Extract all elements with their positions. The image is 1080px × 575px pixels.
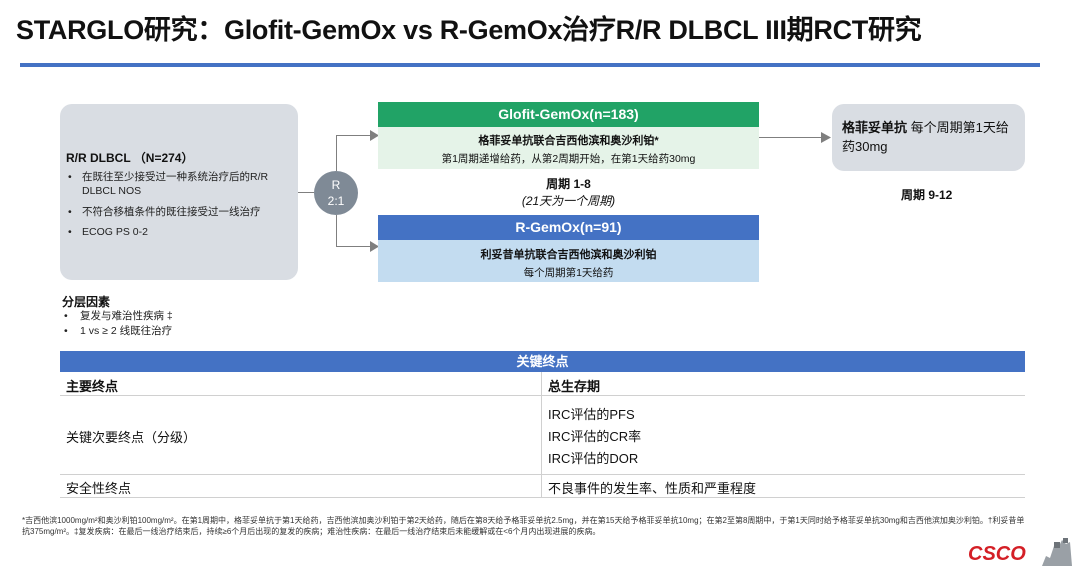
rgemox-arm-header: R-GemOx(n=91) <box>378 215 759 240</box>
connector-line <box>336 246 372 247</box>
monotherapy-box <box>832 104 1025 171</box>
arrow-right-icon <box>821 132 831 143</box>
endpoints-row <box>60 474 1025 498</box>
page-title: STARGLO研究：Glofit-GemOx vs R-GemOx治疗R/R D… <box>16 15 922 45</box>
cycle-length-note: (21天为一个周期) <box>521 194 616 208</box>
arrow-right-icon <box>370 130 379 141</box>
glofit-arm-header: Glofit-GemOx(n=183) <box>378 102 759 127</box>
glofit-arm-dosing: 第1周期递增给药，从第2周期开始，在第1天给药30mg <box>441 153 696 165</box>
rgemox-arm-dosing: 每个周期第1天给药 <box>523 267 614 279</box>
cycle-range-label: 周期 1-8 <box>546 177 591 191</box>
great-wall-icon <box>1042 538 1072 566</box>
secondary-endpoint-value: IRC评估的PFS <box>548 407 635 422</box>
safety-endpoint-value: 不良事件的发生率、性质和严重程度 <box>548 481 757 496</box>
stratification-title: 分层因素 <box>62 295 111 309</box>
monotherapy-text: 格菲妥单抗 每个周期第1天给药30mg <box>842 118 1020 156</box>
population-title: R/R DLBCL （N=274） <box>66 151 194 165</box>
monotherapy-drug: 格菲妥单抗 <box>842 120 908 135</box>
table-divider <box>541 372 542 497</box>
stratification-item: •复发与难治性疾病 ‡ <box>64 310 173 322</box>
glofit-arm-regimen: 格菲妥单抗联合吉西他滨和奥沙利铂* <box>478 135 659 147</box>
secondary-endpoint-label: 关键次要终点（分级） <box>66 430 197 445</box>
rgemox-arm-body: 利妥昔单抗联合吉西他滨和奥沙利铂 每个周期第1天给药 <box>378 240 759 282</box>
population-criterion: •ECOG PS 0-2 <box>68 226 148 238</box>
glofit-arm-body: 格菲妥单抗联合吉西他滨和奥沙利铂* 第1周期递增给药，从第2周期开始，在第1天给… <box>378 127 759 169</box>
endpoints-header: 关键终点 <box>60 351 1025 372</box>
csco-logo: CSCO <box>968 543 1026 565</box>
population-criterion-text: ECOG PS 0-2 <box>82 226 148 238</box>
population-criterion-text: 在既往至少接受过一种系统治疗后的R/R DLBCL NOS <box>82 171 269 197</box>
randomization-circle: R 2:1 <box>314 171 358 215</box>
stratification-item-text: 复发与难治性疾病 ‡ <box>80 310 173 322</box>
primary-endpoint-label: 主要终点 <box>66 379 119 394</box>
population-criterion: •不符合移植条件的既往接受过一线治疗 <box>68 206 261 218</box>
population-criterion-text: 不符合移植条件的既往接受过一线治疗 <box>82 206 261 218</box>
stratification-item: •1 vs ≥ 2 线既往治疗 <box>64 325 173 337</box>
footnote: *吉西他滨1000mg/m²和奥沙利铂100mg/m²。在第1周期中，格菲妥单抗… <box>22 516 1025 536</box>
connector-line <box>336 215 337 247</box>
title-divider <box>20 63 1040 67</box>
connector-line <box>759 137 823 138</box>
arrow-right-icon <box>370 241 379 252</box>
population-criterion: •在既往至少接受过一种系统治疗后的R/R DLBCL NOS <box>68 171 269 197</box>
secondary-endpoint-value: IRC评估的DOR <box>548 451 639 466</box>
stratification-item-text: 1 vs ≥ 2 线既往治疗 <box>80 325 173 337</box>
safety-endpoint-label: 安全性终点 <box>66 481 132 496</box>
endpoints-row <box>60 372 1025 396</box>
endpoints-row <box>60 395 1025 475</box>
primary-endpoint-value: 总生存期 <box>548 379 601 394</box>
secondary-endpoint-value: IRC评估的CR率 <box>548 429 642 444</box>
population-box <box>60 104 298 280</box>
connector-line <box>298 192 314 193</box>
randomization-label: R <box>331 178 341 192</box>
cycle-range-label-2: 周期 9-12 <box>901 188 953 202</box>
randomization-ratio: 2:1 <box>327 194 345 208</box>
monotherapy-dosing: 每个周期第1天给药30mg <box>842 120 1009 154</box>
connector-line <box>336 135 372 136</box>
connector-line <box>336 135 337 171</box>
rgemox-arm-regimen: 利妥昔单抗联合吉西他滨和奥沙利铂 <box>480 249 657 261</box>
